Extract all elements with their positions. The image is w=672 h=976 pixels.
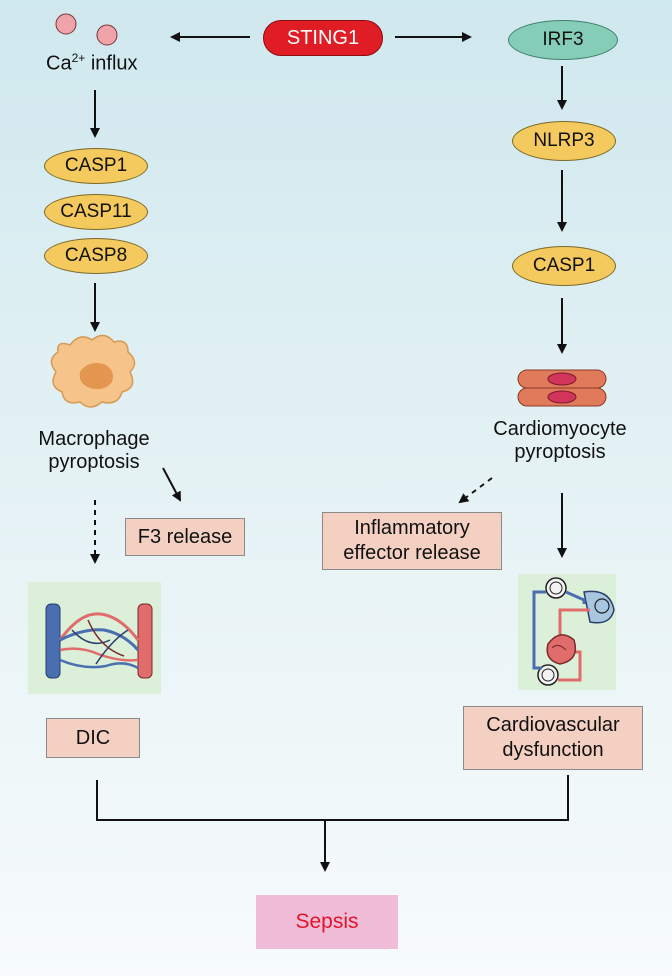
macrophage-pyroptosis-label: Macrophage pyroptosis <box>38 428 150 473</box>
casp1-right-node: CASP1 <box>512 246 616 286</box>
irf3-node: IRF3 <box>508 20 618 60</box>
cardiomyocyte-pyroptosis-label: Cardiomyocyte pyroptosis <box>493 418 627 463</box>
arrow-macrophage-to-f3 <box>162 467 181 502</box>
heart-circulation-panel <box>518 574 616 690</box>
inflammatory-effector-release-box: Inflammatory effector release <box>322 512 502 570</box>
nlrp3-node: NLRP3 <box>512 121 616 161</box>
dic-box: DIC <box>46 718 140 758</box>
arrow-cardiomyocyte-to-inflammatory-dashed <box>458 477 493 504</box>
sting1-node: STING1 <box>263 20 383 56</box>
casp8-node: CASP8 <box>44 238 148 274</box>
casp1-left-node: CASP1 <box>44 148 148 184</box>
sepsis-box: Sepsis <box>256 895 398 949</box>
ca-influx-label: Ca2+ influx <box>46 51 138 75</box>
vasculature-panel <box>28 582 161 694</box>
merge-connector <box>96 775 569 821</box>
casp11-node: CASP11 <box>44 194 148 230</box>
cardiovascular-dysfunction-box: Cardiovascular dysfunction <box>463 706 643 770</box>
f3-release-box: F3 release <box>125 518 245 556</box>
